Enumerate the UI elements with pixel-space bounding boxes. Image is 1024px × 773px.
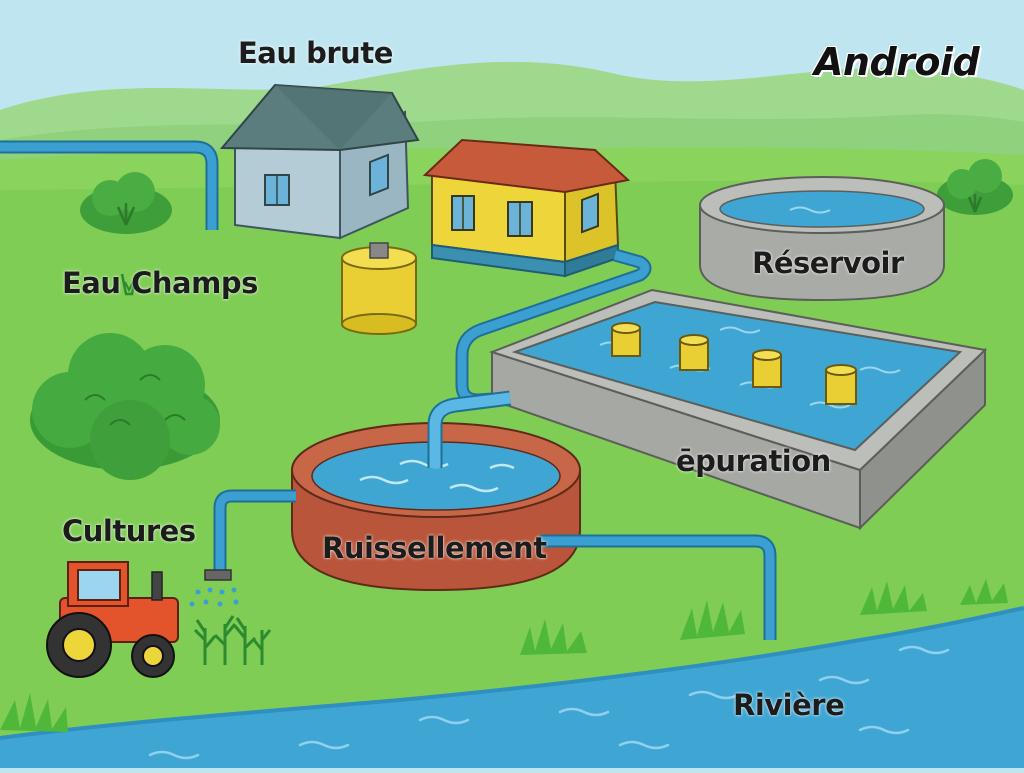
sprout-icon <box>120 273 138 296</box>
spout <box>429 392 511 468</box>
crops <box>193 615 272 665</box>
house-yellow <box>422 138 631 278</box>
reservoir-tank <box>699 176 945 302</box>
label-ruissellement: Ruissellement <box>322 531 547 565</box>
runoff-basin <box>291 422 581 592</box>
tractor <box>46 561 179 678</box>
sprinkler-drops <box>189 587 239 607</box>
outflow-pipe <box>540 536 775 640</box>
river-ripples <box>148 645 950 760</box>
raw-water-pipe <box>0 142 217 230</box>
house-blue <box>219 83 420 240</box>
bush-top-right <box>937 159 1013 215</box>
label-eau-champs: Eau Champs <box>62 266 258 300</box>
bush-top-left <box>80 172 172 234</box>
riverbank-grass <box>0 579 1008 732</box>
floating-buoys <box>611 322 857 405</box>
irrigation-pipe <box>215 491 296 572</box>
label-reservoir: Réservoir <box>752 246 904 280</box>
label-eau-brute: Eau brute <box>238 36 393 70</box>
label-epuration: ēpuration <box>676 444 831 478</box>
label-riviere: Rivière <box>733 688 845 722</box>
bush-large-left <box>30 333 220 480</box>
diagram-title: Android <box>814 40 980 84</box>
label-cultures: Cultures <box>62 514 196 548</box>
river <box>0 608 1024 768</box>
sprinkler-head <box>204 569 232 581</box>
yellow-tank <box>341 242 417 335</box>
